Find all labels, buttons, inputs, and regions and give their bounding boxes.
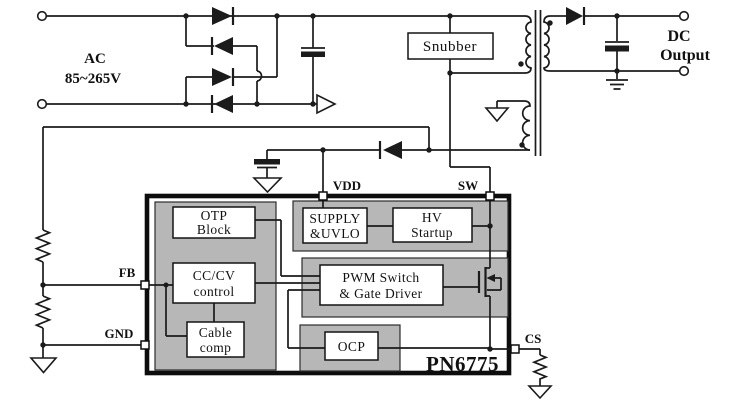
secondary-winding: [543, 15, 551, 72]
cccv-line1: CC/CV: [193, 268, 236, 283]
power-mosfet: [443, 267, 502, 349]
feedback-divider: [29, 126, 430, 374]
pin-label-gnd: GND: [105, 326, 134, 341]
pin-label-cs: CS: [525, 331, 542, 346]
aux-ground-arrow: [484, 100, 524, 123]
ic-part-number: PN6775: [426, 352, 499, 376]
primary-phase-dot: [518, 61, 524, 67]
ocp-label: OCP: [338, 339, 365, 354]
pin-label-fb: FB: [119, 265, 136, 280]
resistor-upper: [34, 229, 52, 263]
cable-comp-block: Cable comp: [186, 321, 245, 358]
pwm-line2: & Gate Driver: [339, 286, 422, 301]
cccv-control-block: CC/CV control: [172, 262, 256, 304]
supply-uvlo-block: SUPPLY &UVLO: [302, 207, 368, 244]
diode-d3: [212, 68, 235, 86]
diode-d1: [212, 7, 235, 25]
cccv-line2: control: [193, 284, 234, 299]
aux-winding: [521, 100, 531, 151]
hv-line1: HV: [422, 210, 442, 225]
snubber-box: [407, 32, 494, 60]
pwm-gate-driver-block: PWM Switch & Gate Driver: [319, 264, 444, 306]
diode-d2: [210, 37, 233, 55]
pin-label-sw: SW: [458, 178, 478, 193]
otp-block: OTP Block: [172, 206, 256, 239]
vdd-diode: [378, 141, 402, 159]
vdd-ground: [252, 177, 283, 194]
pin-cs: [510, 344, 520, 354]
primary-winding: [524, 15, 532, 74]
diode-d4: [210, 95, 233, 113]
dc-output-label: Output: [660, 47, 710, 64]
primary-return-arrow: [316, 93, 337, 115]
ic-pn6775: OTP Block SUPPLY &UVLO HV Startup CC/CV …: [105, 178, 542, 376]
ocp-block: OCP: [324, 331, 379, 361]
vdd-supply-net: [252, 141, 530, 194]
pwm-line1: PWM Switch: [342, 270, 419, 285]
cs-sense-resistor: [519, 348, 553, 400]
dc-output-stage: DC Output: [550, 7, 711, 90]
resistor-lower: [34, 295, 52, 329]
pin-sw: [485, 191, 495, 201]
dc-terminal-top: [678, 10, 690, 22]
pin-gnd: [140, 340, 150, 350]
otp-line1: OTP: [201, 208, 228, 223]
ac-label: AC: [84, 51, 106, 67]
output-capacitor: [605, 16, 629, 71]
divider-ground: [29, 357, 58, 374]
supply-line2: &UVLO: [310, 226, 360, 241]
otp-line2: Block: [197, 222, 231, 237]
sw-node-wiring: [450, 72, 525, 192]
pin-label-vdd: VDD: [333, 178, 361, 193]
ac-range-label: 85~265V: [65, 71, 121, 87]
secondary-ground: [606, 71, 628, 90]
ac-terminal-bottom: [36, 98, 48, 110]
transformer: [484, 10, 553, 156]
cable-line1: Cable: [199, 325, 233, 340]
secondary-phase-dot: [547, 20, 553, 26]
cable-line2: comp: [200, 340, 232, 355]
dc-label: DC: [667, 28, 690, 45]
cs-ground: [527, 385, 553, 400]
snubber-network: Snubber: [407, 13, 494, 167]
snubber-label: Snubber: [423, 39, 477, 55]
supply-line1: SUPPLY: [309, 211, 360, 226]
ac-input: AC 85~265V: [36, 10, 525, 110]
aux-phase-dot: [519, 142, 525, 148]
bulk-capacitor: [301, 13, 337, 115]
hv-line2: Startup: [411, 225, 453, 240]
output-diode: [566, 7, 586, 25]
dc-terminal-bottom: [678, 65, 690, 77]
vdd-capacitor: [252, 150, 283, 194]
pin-fb: [140, 280, 150, 290]
ac-terminal-top: [36, 10, 48, 22]
bridge-rectifier: [183, 7, 280, 113]
pin-vdd: [318, 191, 328, 201]
hv-startup-block: HV Startup: [392, 207, 473, 243]
